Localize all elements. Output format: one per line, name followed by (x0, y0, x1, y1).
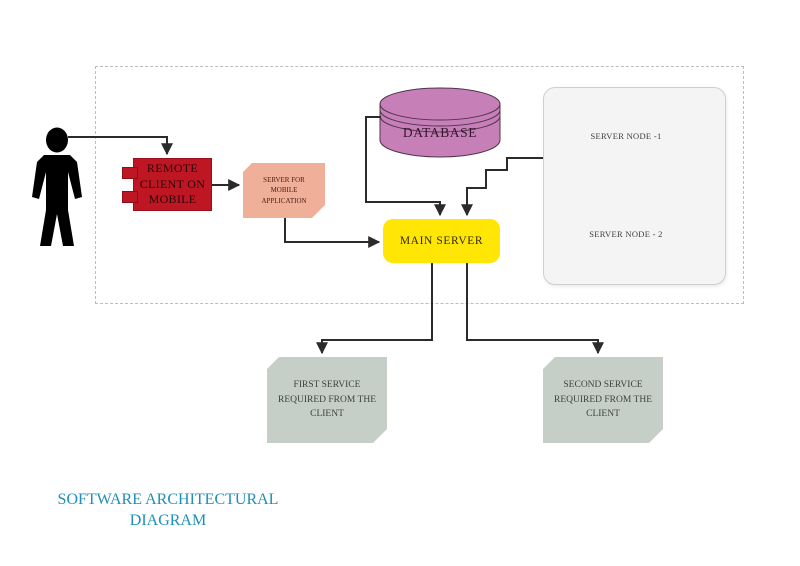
server-node-2-label-wrap: SERVER NODE - 2 (585, 205, 667, 262)
server-node-1-label: SERVER NODE -1 (590, 130, 662, 141)
component-tab-icon (122, 167, 138, 179)
first-service-node: FIRST SERVICE REQUIRED FROM THE CLIENT (267, 357, 387, 443)
database-label: DATABASE (402, 125, 478, 140)
database-label-wrap: DATABASE (382, 122, 498, 144)
main-server-label: MAIN SERVER (399, 235, 484, 247)
second-service-node: SECOND SERVICE REQUIRED FROM THE CLIENT (543, 357, 663, 443)
remote-client-node: REMOTE CLIENT ON MOBILE (133, 158, 212, 211)
diagram-title: SOFTWARE ARCHITECTURAL DIAGRAM (57, 491, 279, 529)
component-tab-icon (122, 191, 138, 203)
mobile-application-server-label: SERVER FOR MOBILE APPLICATION (261, 175, 307, 205)
main-server-node: MAIN SERVER (383, 219, 500, 263)
person-icon (32, 127, 82, 246)
second-service-label: SECOND SERVICE REQUIRED FROM THE CLIENT (554, 379, 652, 420)
server-node-1-label-wrap: SERVER NODE -1 (585, 108, 667, 163)
mobile-application-server-node: SERVER FOR MOBILE APPLICATION (243, 163, 325, 218)
server-node-2-label: SERVER NODE - 2 (589, 228, 663, 239)
remote-client-label: REMOTE CLIENT ON MOBILE (139, 161, 206, 207)
first-service-label: FIRST SERVICE REQUIRED FROM THE CLIENT (278, 379, 376, 420)
